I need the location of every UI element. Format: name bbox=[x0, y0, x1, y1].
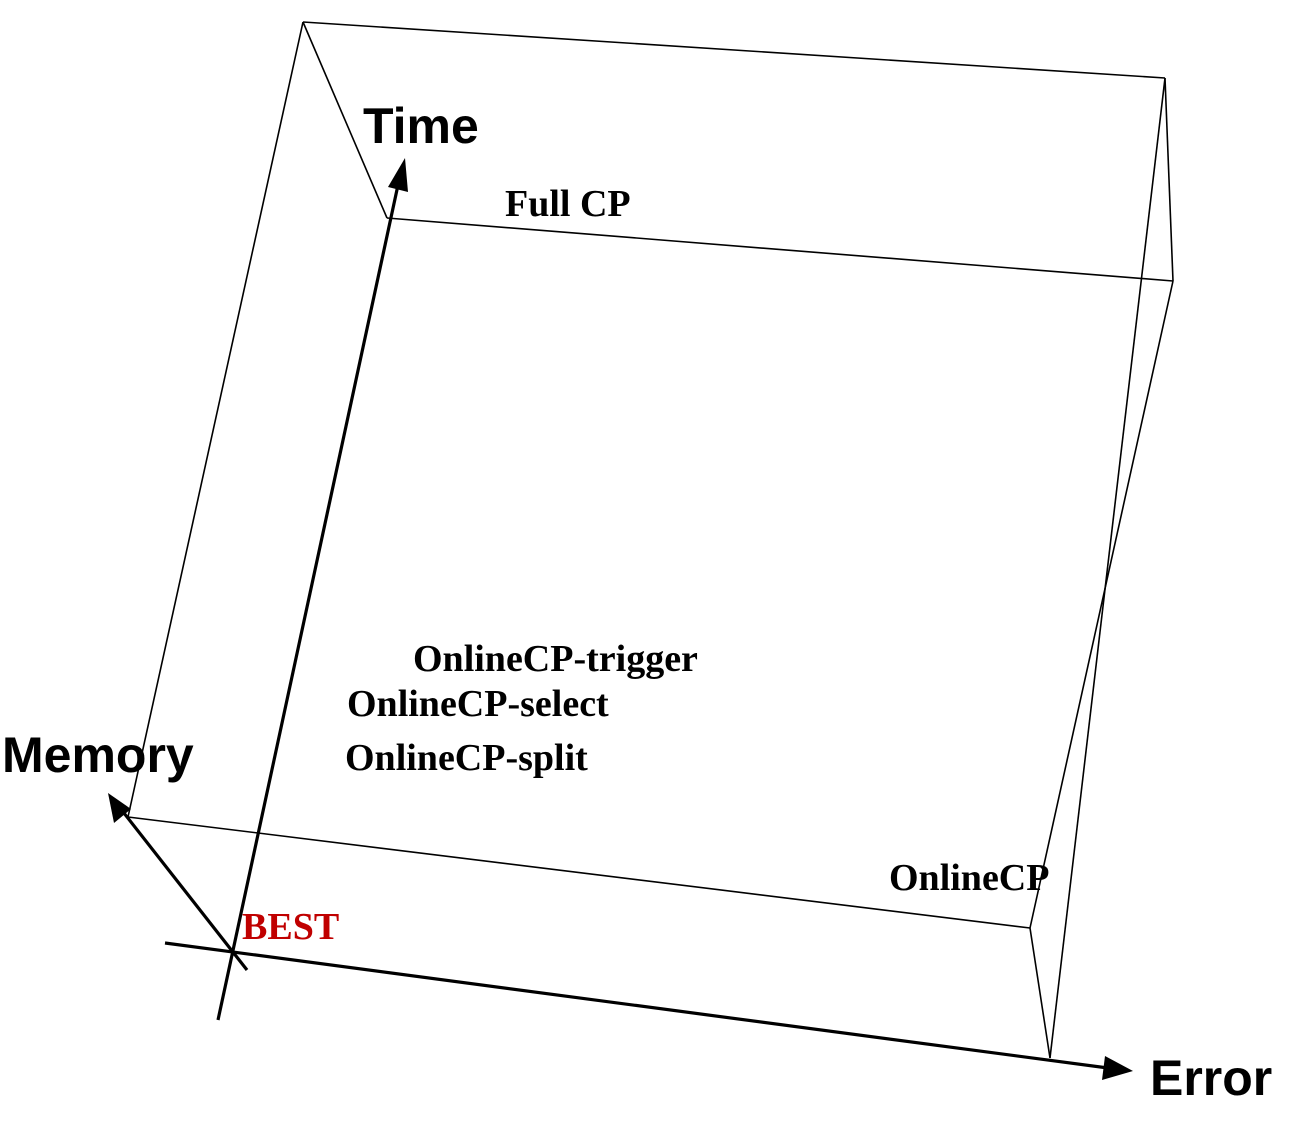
cube-edge-front-top bbox=[386, 217, 1174, 282]
cube-edge-right-depth bbox=[1164, 77, 1174, 282]
cube-edge-bottom-depth bbox=[1029, 927, 1051, 1059]
onlinecp-label: OnlineCP bbox=[889, 857, 1049, 899]
time-axis-label: Time bbox=[363, 98, 479, 154]
memory-axis-label: Memory bbox=[2, 727, 194, 783]
cube-edge-back-top bbox=[302, 21, 1166, 79]
best-label: BEST bbox=[242, 906, 339, 948]
error-axis bbox=[164, 941, 1109, 1070]
cube-edge-back-right bbox=[1049, 77, 1166, 1059]
onlinecp-trigger-label: OnlineCP-trigger bbox=[413, 638, 698, 680]
onlinecp-select-label: OnlineCP-select bbox=[347, 683, 609, 725]
memory-axis-arrowhead bbox=[108, 793, 131, 823]
cube-edge-front-bottom bbox=[127, 816, 1031, 929]
cube-edge-diagonal bbox=[302, 21, 388, 219]
onlinecp-split-label: OnlineCP-split bbox=[345, 737, 588, 779]
time-axis-arrowhead bbox=[388, 158, 408, 192]
memory-axis bbox=[118, 807, 249, 971]
axes bbox=[108, 158, 1133, 1080]
time-axis bbox=[216, 184, 400, 1021]
cube-edge-back-left bbox=[127, 21, 304, 818]
error-axis-label: Error bbox=[1150, 1050, 1272, 1106]
cube-wireframe bbox=[127, 21, 1174, 1059]
full-cp-label: Full CP bbox=[505, 183, 631, 225]
error-axis-arrowhead bbox=[1102, 1056, 1133, 1080]
cube-edge-front-right bbox=[1029, 280, 1174, 929]
